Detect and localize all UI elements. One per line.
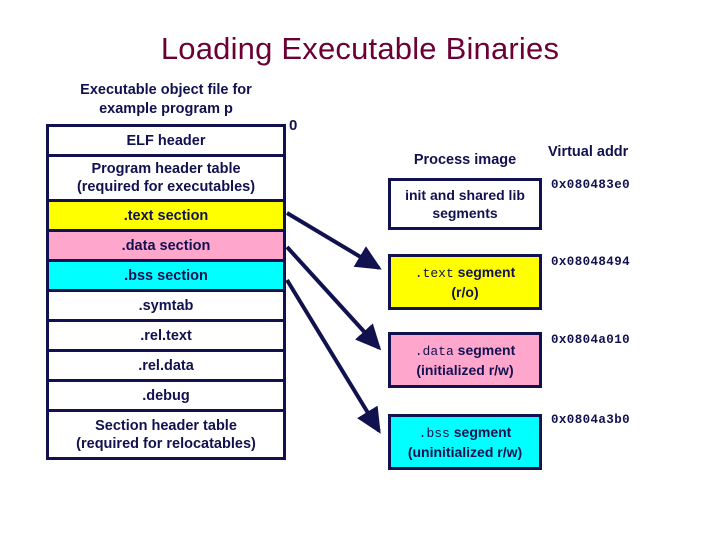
segment-box-data: .data segment (initialized r/w) — [388, 332, 542, 388]
segment-label-line1: .text segment — [415, 263, 515, 283]
object-file-caption-line1: Executable object file for — [80, 82, 252, 98]
segment-label-line2: segments — [432, 205, 498, 221]
segment-label-line2: (r/o) — [451, 284, 479, 300]
section-sublabel: (required for executables) — [76, 179, 256, 195]
section-row-elf-header: ELF header — [49, 127, 283, 157]
section-label: .debug — [142, 387, 190, 404]
segment-box-text: .text segment (r/o) — [388, 254, 542, 310]
virtual-address-text-segment: 0x08048494 — [551, 255, 631, 269]
segment-label-line1: .data segment — [415, 341, 515, 361]
segment-label-line1: init and shared lib — [405, 187, 525, 203]
section-label: .bss section — [124, 267, 208, 284]
segment-mono-prefix: .data — [414, 344, 454, 359]
section-label: .rel.text — [140, 327, 192, 344]
section-row-bss: .bss section — [49, 262, 283, 292]
process-image-header: Process image — [413, 152, 517, 168]
segment-label-line2: (uninitialized r/w) — [407, 444, 523, 460]
section-label: Program header table — [91, 161, 241, 177]
segment-label-line2: (initialized r/w) — [416, 362, 514, 378]
arrow-text-to-text-segment — [285, 211, 382, 270]
section-row-text: .text section — [49, 202, 283, 232]
section-sublabel: (required for relocatables) — [76, 435, 256, 452]
object-file-caption-line2: example program p — [99, 101, 233, 117]
segment-label-line1: .bss segment — [419, 423, 512, 443]
segment-suffix: segment — [449, 424, 512, 440]
virtual-address-data-segment: 0x0804a010 — [551, 333, 631, 347]
segment-box-bss: .bss segment (uninitialized r/w) — [388, 414, 542, 470]
section-row-debug: .debug — [49, 382, 283, 412]
segment-suffix: segment — [453, 342, 516, 358]
virtual-address-init-shared-lib: 0x080483e0 — [551, 178, 631, 192]
section-row-section-header: Section header table (required for reloc… — [49, 412, 283, 457]
object-file-table: ELF header Program header table (require… — [46, 124, 286, 460]
origin-offset-label: 0 — [289, 117, 298, 134]
section-label: .data section — [121, 237, 211, 254]
page-title: Loading Executable Binaries — [160, 31, 560, 66]
object-file-caption: Executable object file for example progr… — [46, 81, 286, 119]
section-row-rel-data: .rel.data — [49, 352, 283, 382]
segment-mono-prefix: .bss — [418, 426, 450, 441]
virtual-address-bss-segment: 0x0804a3b0 — [551, 413, 631, 427]
section-row-symtab: .symtab — [49, 292, 283, 322]
segment-box-init-shared-lib: init and shared lib segments — [388, 178, 542, 230]
virtual-addr-header: Virtual addr — [548, 144, 629, 160]
arrow-bss-to-bss-segment — [285, 278, 381, 434]
section-row-rel-text: .rel.text — [49, 322, 283, 352]
arrow-data-to-data-segment — [285, 245, 382, 351]
segment-mono-prefix: .text — [414, 266, 454, 281]
segment-suffix: segment — [453, 264, 516, 280]
section-label: Section header table — [95, 417, 237, 434]
section-row-data: .data section — [49, 232, 283, 262]
section-label: .symtab — [138, 297, 194, 314]
section-label: ELF header — [126, 132, 206, 149]
section-row-program-header: Program header table (required for execu… — [49, 157, 283, 202]
section-label: .text section — [123, 207, 209, 224]
section-label: .rel.data — [138, 357, 194, 374]
